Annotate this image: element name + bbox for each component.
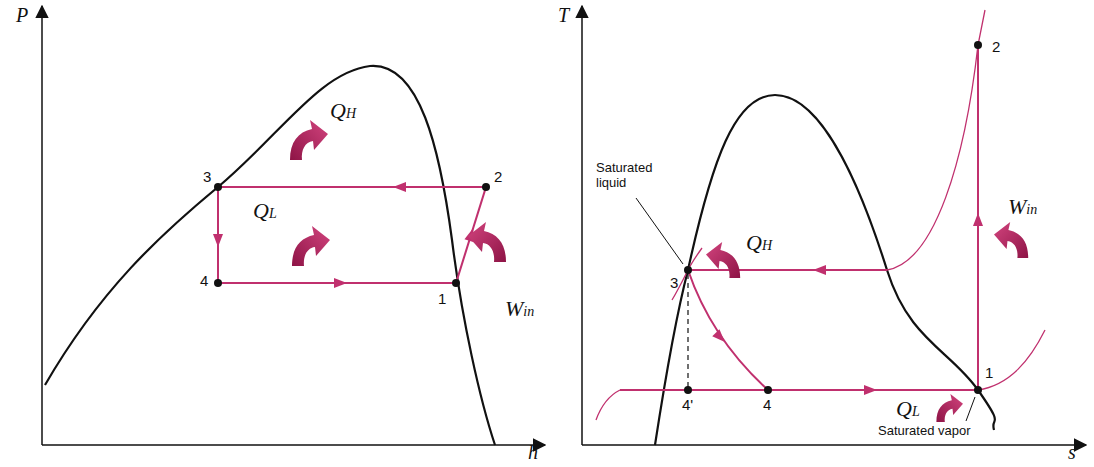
entropy-axis: [582, 444, 1086, 446]
enthalpy-axis: [42, 444, 545, 446]
state-number: 2: [992, 38, 1000, 55]
state-note: Saturated liquid: [596, 160, 662, 190]
state-number: 3: [670, 274, 678, 291]
leader-line: [966, 397, 975, 421]
flow-arrow: [864, 385, 877, 395]
heat-label: QH: [746, 230, 772, 256]
flow-arrow: [813, 265, 826, 275]
work-arrow: [468, 222, 506, 262]
heat-arrow: [292, 226, 330, 266]
state-point: [684, 266, 692, 274]
heat-label: QL: [896, 396, 920, 422]
axis-label: s: [1068, 441, 1076, 464]
heat-arrow: [290, 120, 328, 160]
leader-line: [636, 198, 683, 264]
heat-arrow: [706, 242, 740, 278]
throttling-curve: [688, 270, 768, 390]
axis-label: h: [528, 441, 538, 464]
flow-arrow: [393, 182, 406, 192]
flow-arrow: [712, 329, 728, 345]
state-number: 1: [438, 290, 446, 307]
state-number: 4: [763, 396, 771, 413]
evaporator-line: [620, 389, 978, 391]
heat-label: QL: [253, 198, 277, 224]
state-number: 4': [682, 396, 693, 413]
state-point: [214, 279, 222, 287]
condenser-line: [688, 269, 887, 271]
isobar-curve: [978, 330, 1045, 390]
state-point: [974, 386, 982, 394]
work-label: Win: [1008, 194, 1037, 220]
isentropic-dash: [687, 274, 688, 390]
axis-label: P: [16, 4, 28, 27]
isobar-curve: [887, 10, 985, 270]
flow-arrow: [213, 234, 223, 247]
state-number: 1: [985, 364, 993, 381]
state-note: Saturated vapor: [878, 423, 971, 438]
heat-arrow: [936, 394, 963, 422]
saturation-dome: [655, 95, 995, 445]
flow-arrow: [973, 213, 983, 226]
saturation-dome: [45, 66, 495, 445]
flow-arrow: [334, 278, 347, 288]
axis-label: T: [558, 4, 569, 27]
state-point: [452, 279, 460, 287]
state-number: 2: [494, 168, 502, 185]
work-label: Win: [505, 296, 534, 322]
isobar-curve: [596, 390, 620, 420]
state-number: 4: [200, 272, 208, 289]
state-point: [974, 41, 982, 49]
temperature-axis: [581, 6, 583, 445]
state-point: [482, 183, 490, 191]
state-point: [214, 183, 222, 191]
state-point: [684, 386, 692, 394]
heat-label: QH: [330, 98, 356, 124]
state-number: 3: [203, 168, 211, 185]
condenser-line: [218, 186, 486, 188]
state-point: [764, 386, 772, 394]
work-arrow: [994, 222, 1028, 258]
pressure-axis: [41, 6, 43, 445]
